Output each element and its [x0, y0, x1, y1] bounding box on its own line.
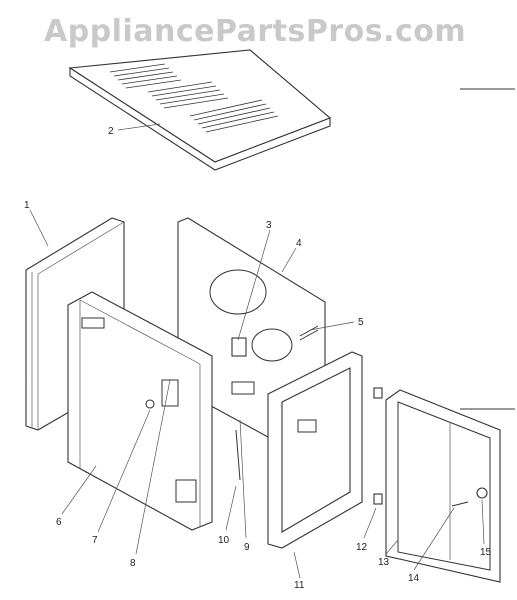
callout-15: 15 — [480, 547, 492, 558]
part-7-knob[interactable] — [145, 399, 155, 409]
callout-1: 1 — [24, 200, 30, 211]
callout-12: 12 — [356, 542, 368, 553]
part-9-rod[interactable] — [235, 429, 241, 481]
callout-4: 4 — [296, 238, 302, 249]
callout-13: 13 — [378, 557, 390, 568]
part-5-screw[interactable] — [299, 325, 319, 341]
callout-2: 2 — [108, 126, 114, 137]
part-11-front-frame[interactable] — [267, 351, 363, 549]
part-15-handle-knob[interactable] — [476, 487, 488, 499]
grille-slots-group-2 — [147, 81, 229, 109]
callout-6: 6 — [56, 517, 62, 528]
part-12-clip[interactable] — [373, 493, 383, 505]
callout-10: 10 — [218, 535, 230, 546]
callout-11: 11 — [294, 580, 305, 591]
callout-3: 3 — [266, 220, 272, 231]
part-13-door[interactable] — [385, 389, 501, 583]
callout-9: 9 — [244, 542, 250, 553]
part-2-top-grille[interactable] — [68, 49, 332, 171]
part-12-clip-upper — [373, 387, 383, 399]
callout-7: 7 — [92, 535, 98, 546]
callout-8: 8 — [130, 558, 136, 569]
leader-lines — [29, 123, 485, 579]
callout-5: 5 — [358, 317, 364, 328]
watermark-logo: AppliancePartsPros.com — [44, 14, 467, 49]
grille-slots-group-3 — [189, 99, 279, 133]
part-14-latch[interactable] — [451, 501, 469, 507]
grille-slots-group-1 — [109, 63, 182, 89]
callout-14: 14 — [408, 573, 420, 584]
part-3-bracket[interactable] — [231, 337, 247, 357]
